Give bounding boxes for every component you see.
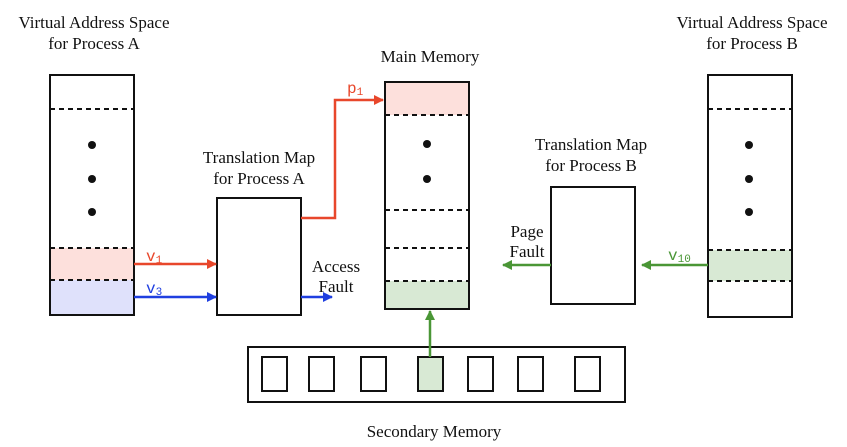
secondary-memory-slot [417, 356, 444, 392]
vas-a-title-line2: for Process A [48, 34, 140, 53]
vas-a-title-line1: Virtual Address Space [19, 13, 170, 32]
vas-b-title-line2: for Process B [706, 34, 798, 53]
label-v10: v10 [668, 247, 691, 266]
page-fault-line2: Fault [510, 242, 545, 261]
secondary-memory-slot [308, 356, 335, 392]
page-v1 [50, 248, 134, 280]
main-memory [384, 81, 470, 310]
ellipsis-dot [745, 208, 753, 216]
vas-process-b [707, 74, 793, 318]
ellipsis-dot [423, 175, 431, 183]
tm-b-title-line1: Translation Map [535, 135, 647, 154]
main-memory-title: Main Memory [381, 47, 480, 66]
secondary-memory-slot [261, 356, 288, 392]
translation-map-b [550, 186, 636, 305]
frame-loaded [385, 281, 469, 309]
page-v3 [50, 280, 134, 315]
secondary-memory-slot [574, 356, 601, 392]
page-fault-line1: Page [510, 222, 543, 241]
ellipsis-dot [745, 175, 753, 183]
vas-b-title-line1: Virtual Address Space [677, 13, 828, 32]
tm-a-title-line2: for Process A [213, 169, 305, 188]
access-fault-line2: Fault [319, 277, 354, 296]
secondary-memory-slot [517, 356, 544, 392]
secondary-memory-title: Secondary Memory [367, 422, 502, 441]
translation-map-a [216, 197, 302, 316]
frame-p1 [385, 82, 469, 115]
label-v3: v3 [146, 280, 162, 299]
vas-process-a [49, 74, 135, 316]
ellipsis-dot [745, 141, 753, 149]
page-v10 [708, 250, 792, 281]
arrow-p1 [301, 95, 384, 220]
label-v1: v1 [146, 248, 163, 267]
ellipsis-dot [88, 208, 96, 216]
access-fault-line1: Access [312, 257, 360, 276]
ellipsis-dot [88, 141, 96, 149]
ellipsis-dot [423, 140, 431, 148]
ellipsis-dot [88, 175, 96, 183]
secondary-memory [247, 346, 626, 403]
tm-b-title-line2: for Process B [545, 156, 637, 175]
secondary-memory-slot [360, 356, 387, 392]
tm-a-title-line1: Translation Map [203, 148, 315, 167]
secondary-memory-slot [467, 356, 494, 392]
label-p1: p1 [347, 80, 364, 99]
